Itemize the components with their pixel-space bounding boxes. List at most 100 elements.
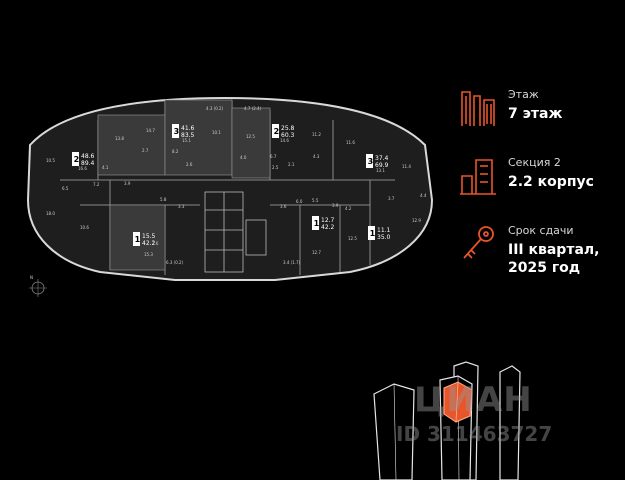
apartment-rooms: 1 — [135, 235, 141, 244]
apartment-area-living: 12.7 — [321, 217, 335, 224]
key-icon — [463, 226, 494, 259]
apartment-rooms: 1 — [314, 219, 320, 228]
tower-right — [499, 365, 521, 480]
room-area-label: 13.1 — [376, 168, 385, 173]
room-area-label: 5.8 — [160, 197, 167, 202]
room-area-label: 13.8 — [115, 136, 124, 141]
compass-north-label: N — [30, 275, 33, 280]
room-area-label: 3.7 — [388, 196, 395, 201]
apartment-rooms-box — [72, 152, 79, 166]
room-area-label: 7.2 — [93, 182, 100, 187]
apartment-rooms-box — [312, 216, 319, 230]
watermark-id: ID 311463727 — [396, 422, 553, 446]
room-area-label: 2.6 — [186, 162, 193, 167]
room-area-label: 7.6 — [152, 241, 159, 246]
handover-label: Срок сдачи — [508, 224, 574, 237]
room-area-label: 12.7 — [312, 250, 321, 255]
apartment-unit[interactable] — [97, 114, 166, 176]
apartment-area-living: 15.5 — [142, 233, 156, 240]
room-area-label: 18.0 — [46, 211, 55, 216]
apartment-rooms-box — [368, 226, 375, 240]
watermark-brand: ЦИАН — [414, 380, 533, 420]
apartment-rooms-box — [172, 124, 179, 138]
apartment-area-total: 42.2 — [321, 224, 335, 231]
apartment-area-living: 48.6 — [81, 153, 95, 160]
room-area-label: 4.0 — [240, 155, 247, 160]
apartment-area-total: 35.0 — [377, 234, 391, 241]
section-label: Секция 2 — [508, 156, 561, 169]
room-area-label: 3.4 (1.7) — [283, 260, 301, 265]
room-area-label: 6.3 (0.2) — [166, 260, 184, 265]
room-area-label: 10.6 — [80, 225, 89, 230]
handover-value-line2: 2025 год — [508, 260, 581, 276]
room-area-label: 14.6 — [280, 138, 289, 143]
room-area-label: 11.2 — [312, 132, 321, 137]
compass: N — [29, 275, 47, 297]
apartment-rooms-box — [133, 232, 140, 246]
section-icon — [460, 159, 496, 195]
room-area-label: 3.6 — [280, 204, 287, 209]
apartment-area-living: 41.6 — [181, 125, 195, 132]
room-area-label: 4.3 (0.2) — [206, 106, 224, 111]
room-area-label: 10.5 — [46, 158, 55, 163]
room-area-label: 2.5 — [272, 165, 279, 170]
apartment-rooms: 3 — [368, 157, 374, 166]
room-area-label: 14.7 — [146, 128, 155, 133]
room-area-label: 6.0 — [296, 199, 303, 204]
apartment-area-living: 25.8 — [281, 125, 295, 132]
floor-value: 7 этаж — [508, 106, 563, 122]
apartment-unit[interactable] — [231, 107, 271, 179]
room-area-label: 3.3 — [178, 204, 185, 209]
apartment-rooms-box — [366, 154, 373, 168]
room-area-label: 4.1 — [102, 165, 109, 170]
elevator-core — [204, 191, 267, 273]
apartment-rooms: 1 — [370, 229, 376, 238]
apartment-area-total: 83.5 — [181, 132, 195, 139]
room-area-label: 4.4 — [420, 193, 427, 198]
apartment-area-total: 89.4 — [81, 160, 95, 167]
building-illustration — [373, 361, 521, 480]
section-value: 2.2 корпус — [508, 174, 594, 190]
room-area-label: 12.5 — [246, 134, 255, 139]
room-area-label: 12.9 — [412, 218, 421, 223]
room-area-label: 4.2 — [345, 206, 352, 211]
apartment-area-living: 37.4 — [375, 155, 389, 162]
apartment-rooms: 2 — [74, 155, 80, 164]
room-area-label: 4.3 — [313, 154, 320, 159]
apartment-area-total: 42.2 — [142, 240, 156, 247]
room-area-label: 8.2 — [172, 149, 179, 154]
apartment-rooms: 2 — [274, 127, 280, 136]
apartment-area-living: 11.1 — [377, 227, 391, 234]
room-area-label: 12.5 — [348, 236, 357, 241]
room-area-label: 10.1 — [212, 130, 221, 135]
room-area-label: 3.9 — [332, 203, 339, 208]
apartment-rooms: 3 — [174, 127, 180, 136]
apartment-area-total: 69.9 — [375, 162, 389, 169]
room-area-label: 5.5 — [312, 198, 319, 203]
handover-value: III квартал, 2025 год — [508, 241, 599, 277]
room-area-label: 16.6 — [78, 166, 87, 171]
room-area-label: 11.4 — [402, 164, 411, 169]
room-area-label: 2.7 — [142, 148, 149, 153]
handover-value-line1: III квартал, — [508, 242, 600, 258]
room-area-label: 15.1 — [182, 138, 191, 143]
room-area-label: 3.9 — [124, 181, 131, 186]
room-area-label: 2.1 — [288, 162, 295, 167]
tower-left — [373, 383, 415, 480]
room-area-label: 11.6 — [346, 140, 355, 145]
floor-label: Этаж — [508, 88, 539, 101]
room-area-label: 6.5 — [62, 186, 69, 191]
apartment-rooms-box — [272, 124, 279, 138]
apartment-area-total: 60.3 — [281, 132, 295, 139]
floor-icon — [461, 91, 495, 126]
room-area-label: 4.7 (2.4) — [244, 106, 262, 111]
room-area-label: 15.3 — [144, 252, 153, 257]
